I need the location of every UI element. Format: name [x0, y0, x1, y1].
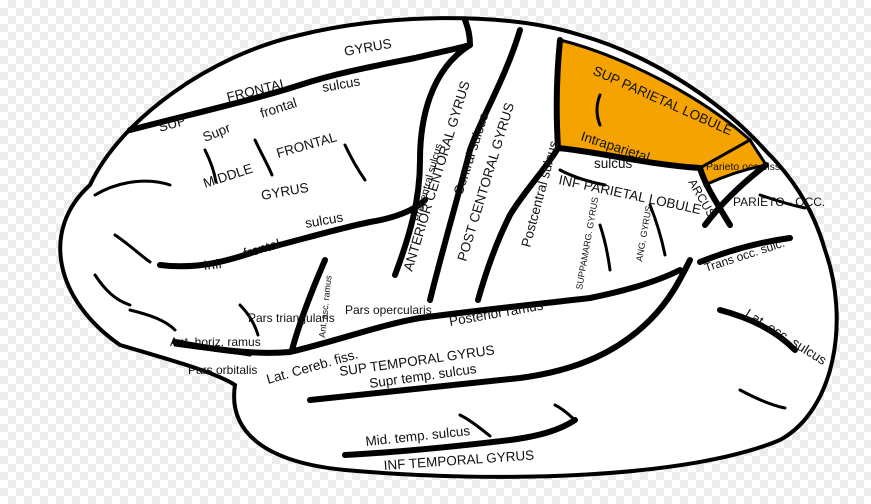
label-parieto-occ-fiss: Parieto occ. fiss.: [706, 161, 783, 173]
temporal-minor-2: [553, 403, 577, 422]
label-sulcus-sfs: sulcus: [321, 73, 362, 94]
label-parieto-occ: PARIETO - OCC.: [733, 195, 825, 209]
frontal-minor-7: [238, 303, 260, 337]
parietal-minor-1: [558, 168, 607, 187]
label-pars-orbitalis: Pars orbitalis: [188, 363, 257, 377]
superior-frontal-sulcus: [127, 42, 473, 133]
central-sulcus: [427, 27, 523, 303]
frontal-minor-3: [203, 148, 218, 184]
precentral-sulcus: [392, 42, 473, 278]
frontal-minor-2: [113, 233, 152, 264]
ant-asc-ramus: [289, 257, 328, 353]
intraparietal-sulcus: [555, 145, 733, 228]
frontal-minor-5: [343, 143, 367, 182]
temporal-minor-1: [458, 413, 492, 438]
label-sulcus-ifs: sulcus: [304, 209, 345, 230]
parietal-minor-2: [598, 223, 612, 272]
occipital-minor-1: [758, 193, 807, 210]
postcentral-sulcus: [475, 37, 563, 303]
ant-horiz-ramus: [173, 343, 252, 357]
brain-outline: [58, 16, 839, 479]
sup-parietal-minor: [595, 93, 602, 127]
frontal-minor-1: [93, 179, 172, 197]
mid-temporal-sulcus: [342, 417, 578, 458]
occipital-minor-2: [738, 388, 787, 410]
label-infr: Infr: [203, 256, 224, 273]
trans-occ-sulcus: [697, 235, 793, 265]
label-sup: SUP: [157, 113, 188, 135]
label-pars-opercularis: Pars opercularis: [345, 303, 432, 317]
lat-occ-sulcus: [717, 307, 798, 353]
orbital-minor: [128, 308, 177, 332]
superior-temporal-sulcus: [307, 257, 693, 403]
frontal-minor-6: [93, 273, 132, 307]
lateral-cerebral-fissure: [172, 267, 683, 356]
label-intraparietal-sulcus: sulcus: [594, 156, 633, 171]
inferior-frontal-sulcus: [157, 197, 428, 270]
parieto-occ-fissure: [702, 162, 769, 228]
label-pars-triangularis: Pars triangularis: [248, 311, 335, 325]
frontal-minor-4: [253, 138, 274, 177]
parietal-minor-3: [648, 203, 667, 257]
label-ant-horiz-ramus: Ant. horiz. ramus: [170, 335, 261, 349]
